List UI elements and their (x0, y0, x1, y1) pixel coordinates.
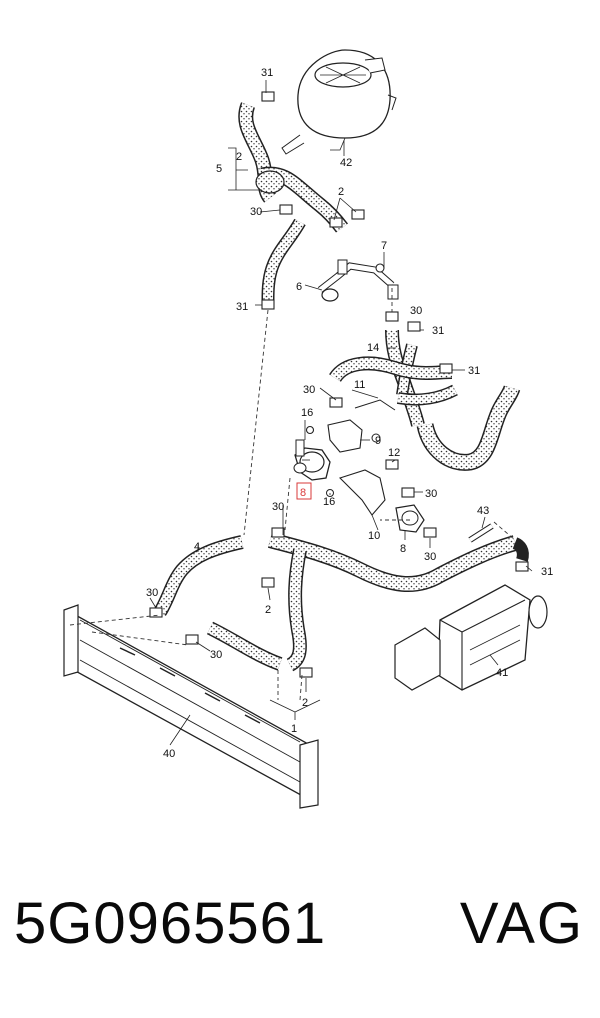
label-2-a: 2 (236, 151, 242, 163)
label-30-c: 30 (303, 384, 315, 396)
label-31-d: 31 (468, 365, 480, 377)
label-9: 9 (375, 435, 381, 447)
expansion-tank (281, 49, 397, 155)
label-16-b: 16 (323, 496, 335, 508)
pipe-6 (317, 259, 399, 302)
label-31-e: 31 (541, 566, 553, 578)
label-7: 7 (381, 240, 387, 252)
label-4: 4 (194, 541, 200, 553)
label-30-h: 30 (210, 649, 222, 661)
label-43: 43 (477, 505, 489, 517)
coolant-system-diagram: 31 42 5 2 30 2 7 6 31 30 31 14 31 30 11 … (63, 49, 553, 809)
label-11: 11 (354, 379, 365, 391)
label-42: 42 (340, 157, 352, 169)
label-6: 6 (296, 281, 302, 293)
brackets (326, 399, 396, 516)
label-31-a: 31 (261, 67, 273, 79)
label-10: 10 (368, 530, 380, 542)
label-41: 41 (496, 667, 508, 679)
label-8-highlight: 8 (300, 487, 306, 499)
label-2-c: 2 (265, 604, 271, 616)
label-30-d: 30 (425, 488, 437, 500)
label-30-a: 30 (250, 206, 262, 218)
intercooler (394, 584, 548, 691)
label-30-g: 30 (146, 587, 158, 599)
label-30-e: 30 (272, 501, 284, 513)
label-40: 40 (163, 748, 175, 760)
hose-11 (329, 356, 458, 406)
valve-8b (395, 504, 425, 533)
radiator (63, 604, 319, 809)
coolant-pump (293, 439, 331, 481)
caption: 5G0965561 VAG (0, 890, 600, 1000)
brand-name: VAG (459, 891, 584, 956)
label-31-c: 31 (432, 325, 444, 337)
leader-lines (149, 80, 533, 746)
label-31-b: 31 (236, 301, 248, 313)
label-2-d: 2 (302, 697, 308, 709)
label-2-b: 2 (338, 186, 344, 198)
label-14: 14 (367, 342, 379, 354)
label-30-f: 30 (424, 551, 436, 563)
hose-left-upper (261, 218, 306, 301)
hose-43 (468, 523, 494, 543)
label-30-b: 30 (410, 305, 422, 317)
hose-clamps (149, 91, 529, 678)
part-number: 5G0965561 (14, 891, 327, 956)
label-5: 5 (216, 163, 222, 175)
label-8-b: 8 (400, 543, 406, 555)
dashed-leaders (69, 288, 516, 701)
part-labels: 31 42 5 2 30 2 7 6 31 30 31 14 31 30 11 … (146, 67, 553, 760)
label-16-a: 16 (301, 407, 313, 419)
label-12: 12 (388, 447, 400, 459)
label-1: 1 (291, 723, 297, 735)
hose-right (416, 385, 521, 471)
hose-4 (154, 532, 529, 672)
highlight-box-8 (296, 482, 312, 500)
